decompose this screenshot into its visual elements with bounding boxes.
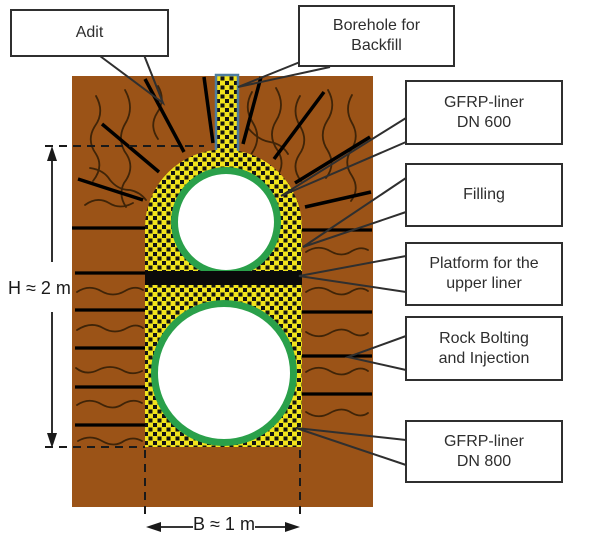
label-platform-upper-liner: Platform for the upper liner	[405, 242, 563, 306]
b-dimension-label: B ≈ 1 m	[193, 514, 255, 534]
label-gfrp-liner-dn800: GFRP-liner DN 800	[405, 420, 563, 483]
h-arrow-down	[47, 433, 57, 448]
dashed-construction-lines	[45, 145, 301, 520]
h-dimension-label: H ≈ 2 m	[8, 278, 71, 298]
label-borehole-for-backfill: Borehole for Backfill	[298, 5, 455, 67]
b-arrow-left	[146, 522, 161, 532]
label-gfrp-liner-dn600: GFRP-liner DN 600	[405, 80, 563, 145]
rock-bolts-horizontal	[72, 226, 372, 427]
h-arrow-up	[47, 146, 57, 161]
rock-bolts-radial	[77, 76, 372, 209]
label-adit: Adit	[10, 9, 169, 57]
label-rock-bolting-injection: Rock Bolting and Injection	[405, 316, 563, 381]
callout-pointers	[99, 54, 407, 466]
gfrp-liner-dn800-circle	[151, 300, 297, 446]
platform-band	[145, 271, 302, 285]
gfrp-liner-dn600-circle	[171, 167, 281, 277]
b-arrow-right	[285, 522, 300, 532]
label-filling: Filling	[405, 163, 563, 227]
borehole-column	[214, 73, 240, 157]
